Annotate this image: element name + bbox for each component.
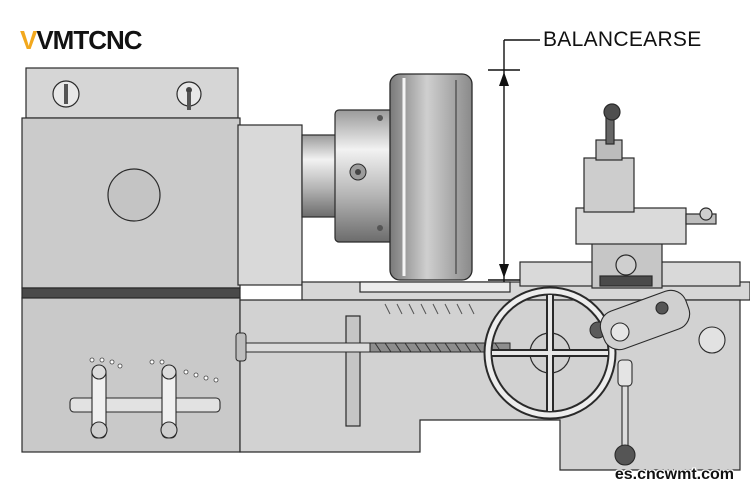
oil-plug-left xyxy=(52,80,80,108)
oil-plug-right xyxy=(176,81,202,110)
faceplate xyxy=(389,73,473,281)
feed-controls xyxy=(599,289,726,466)
spindle-housing xyxy=(237,124,303,286)
logo-accent-letter: V xyxy=(20,25,37,55)
control-levers xyxy=(69,357,221,439)
headstock-dial xyxy=(107,168,161,222)
dimension-label: BALANCEARSE xyxy=(543,28,702,51)
chuck xyxy=(334,109,398,243)
brand-logo: VVMTCNC xyxy=(20,25,143,55)
carriage xyxy=(519,103,741,289)
handwheel xyxy=(483,286,617,420)
swing-dimension xyxy=(488,39,540,282)
lever-left xyxy=(90,364,108,439)
tool-post xyxy=(583,157,635,213)
logo-wordmark: VMTCNC xyxy=(36,25,142,55)
headstock xyxy=(21,67,241,289)
lead-screw xyxy=(235,303,511,362)
lever-right xyxy=(160,364,178,439)
watermark-url: es.cncwmt.com xyxy=(614,466,734,483)
